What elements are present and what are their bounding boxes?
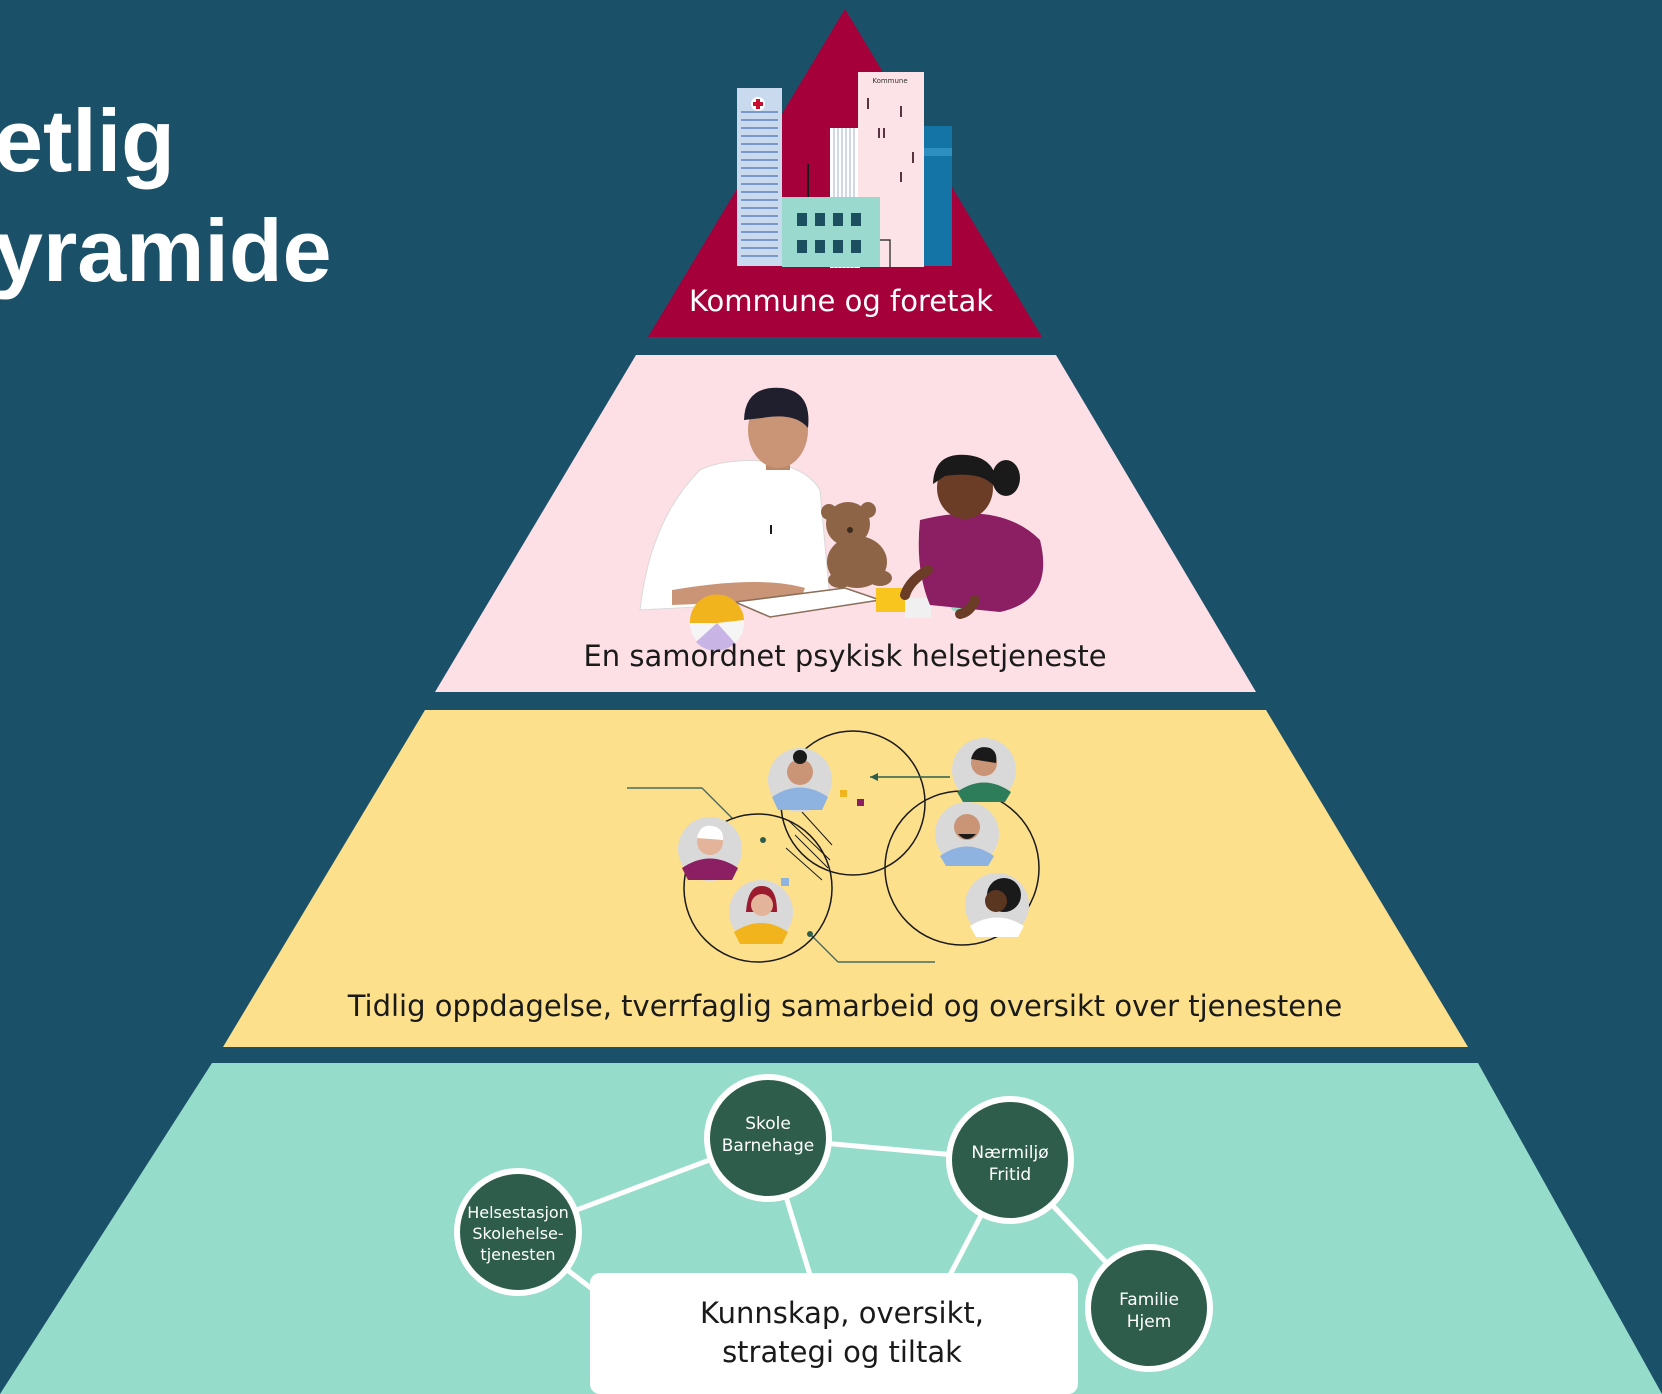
summary-line-1: Kunnskap, oversikt, [700,1296,984,1330]
tier-3-band [223,710,1468,1047]
tier-4-band [0,1063,1662,1394]
city-buildings-illustration: Kommune [737,72,952,268]
tier-1-label: Kommune og foretak [689,284,993,318]
avatar [678,817,742,881]
node-naermiljo-line-2: Fritid [989,1165,1031,1185]
avatar [768,748,832,812]
tier-3-label: Tidlig oppdagelse, tverrfaglig samarbeid… [347,989,1343,1023]
node-naermiljo: Nærmiljø Fritid [946,1096,1074,1224]
node-helsestasjon-line-1: Helsestasjon [467,1203,569,1222]
avatar [952,738,1016,802]
tier-3: Tidlig oppdagelse, tverrfaglig samarbeid… [223,710,1468,1047]
page-title: etlig yramide [0,86,332,306]
summary-line-2: strategi og tiltak [722,1335,962,1369]
node-naermiljo-line-1: Nærmiljø [971,1143,1048,1163]
node-skole-line-2: Barnehage [722,1136,814,1156]
teddy-bear-icon [821,502,892,588]
building-sign: Kommune [872,77,907,85]
tier-1: Kommune Kommune og foretak [648,9,1042,337]
node-familie-line-1: Familie [1119,1290,1179,1310]
therapist-child-illustration [639,387,1044,651]
node-familie: Familie Hjem [1085,1244,1213,1372]
summary-box [590,1273,1078,1394]
title-line-1: etlig [0,91,175,190]
avatar [965,873,1029,937]
tier-2: En samordnet psykisk helsetjeneste [435,355,1256,692]
tier-4: Kunnskap, oversikt, strategi og tiltak H… [0,1063,1662,1394]
network-illustration [627,730,1040,963]
avatar [729,880,793,944]
node-skole-line-1: Skole [745,1114,791,1134]
node-familie-line-2: Hjem [1127,1312,1172,1332]
node-helsestasjon-line-3: tjenesten [480,1245,555,1264]
node-helsestasjon: Helsestasjon Skolehelse- tjenesten [454,1168,582,1296]
title-line-2: yramide [0,201,332,300]
node-skole: Skole Barnehage [704,1074,832,1202]
tier-2-label: En samordnet psykisk helsetjeneste [583,639,1106,673]
node-helsestasjon-line-2: Skolehelse- [472,1224,563,1243]
avatar [935,802,999,866]
